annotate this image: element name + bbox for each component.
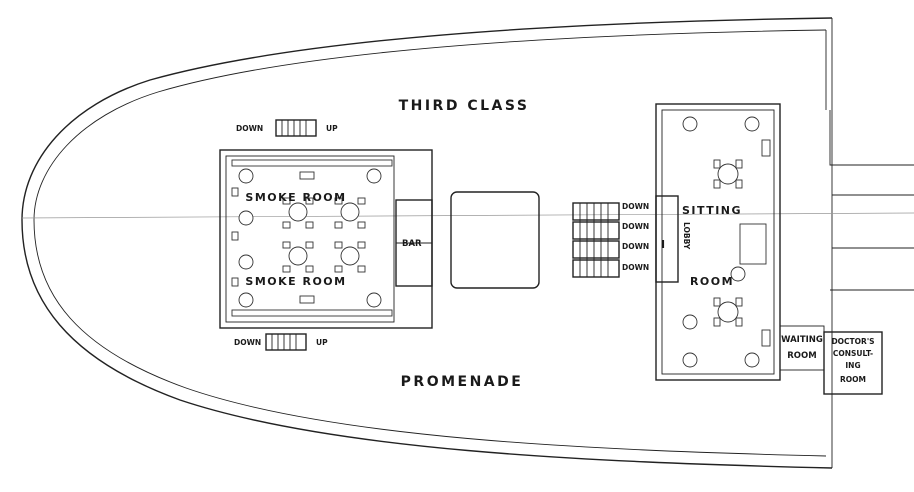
sitting-room-label-bottom: ROOM [690, 275, 734, 288]
smoke-room-label-top: SMOKE ROOM [245, 191, 346, 204]
lobby-label: LOBBY [682, 222, 691, 250]
waiting-room-line1: WAITING [781, 335, 823, 345]
stair-bottom-down-label: DOWN [234, 338, 261, 347]
bar-label: BAR [402, 239, 422, 249]
third-class-label: THIRD CLASS [399, 98, 530, 114]
hull-inner-line [33, 29, 827, 457]
hull-outline [21, 17, 833, 469]
stair-flights [572, 202, 620, 278]
aft-wall-upper [829, 110, 914, 166]
table [366, 168, 382, 184]
table [238, 168, 254, 184]
doctors-room-line2: CONSULT- [833, 349, 873, 358]
stair-bottom-up-label: UP [316, 338, 328, 347]
centreline [21, 212, 914, 219]
doctors-room-line3: ING [845, 361, 860, 370]
flight-label-2: DOWN [622, 222, 649, 231]
stair-top [275, 119, 317, 137]
smoke-room-label-bottom: SMOKE ROOM [245, 275, 346, 288]
flight-label-3: DOWN [622, 242, 649, 251]
sitting-room [655, 103, 781, 381]
table [238, 292, 254, 308]
table [366, 292, 382, 308]
doctors-room-line4: ROOM [840, 375, 866, 384]
table [340, 202, 360, 222]
doctors-room [823, 331, 883, 395]
lobby-box [655, 195, 679, 283]
table [288, 246, 308, 266]
hatch [450, 191, 540, 289]
flight-label-4: DOWN [622, 263, 649, 272]
table [288, 202, 308, 222]
table [238, 254, 254, 270]
table [238, 210, 254, 226]
stair-top-down-label: DOWN [236, 124, 263, 133]
waiting-room [779, 325, 825, 371]
lobby-mark: I [661, 238, 667, 251]
promenade-label: PROMENADE [401, 374, 524, 390]
smoke-room [219, 149, 433, 329]
sitting-room-label-top: SITTING [682, 204, 742, 217]
stair-bottom [265, 333, 307, 351]
table [340, 246, 360, 266]
stair-top-up-label: UP [326, 124, 338, 133]
doctors-room-line1: DOCTOR'S [831, 337, 874, 346]
waiting-room-line2: ROOM [787, 351, 816, 361]
flight-label-1: DOWN [622, 202, 649, 211]
